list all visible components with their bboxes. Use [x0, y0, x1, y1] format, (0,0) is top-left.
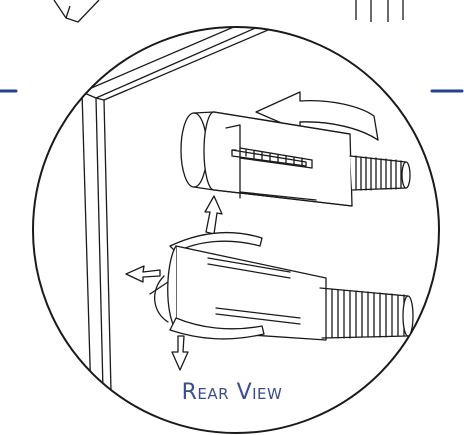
expansion-bolt-icon	[180, 111, 411, 207]
top-edge-fragments	[53, 0, 404, 23]
wall-plate-icon	[81, 27, 269, 433]
rotation-arrow-icon	[255, 91, 379, 141]
rear-view-caption: Rear View	[181, 380, 283, 405]
expanded-anchor-icon	[149, 231, 414, 341]
magnifier-circle	[32, 26, 440, 434]
expansion-arrows-icon	[125, 195, 223, 371]
